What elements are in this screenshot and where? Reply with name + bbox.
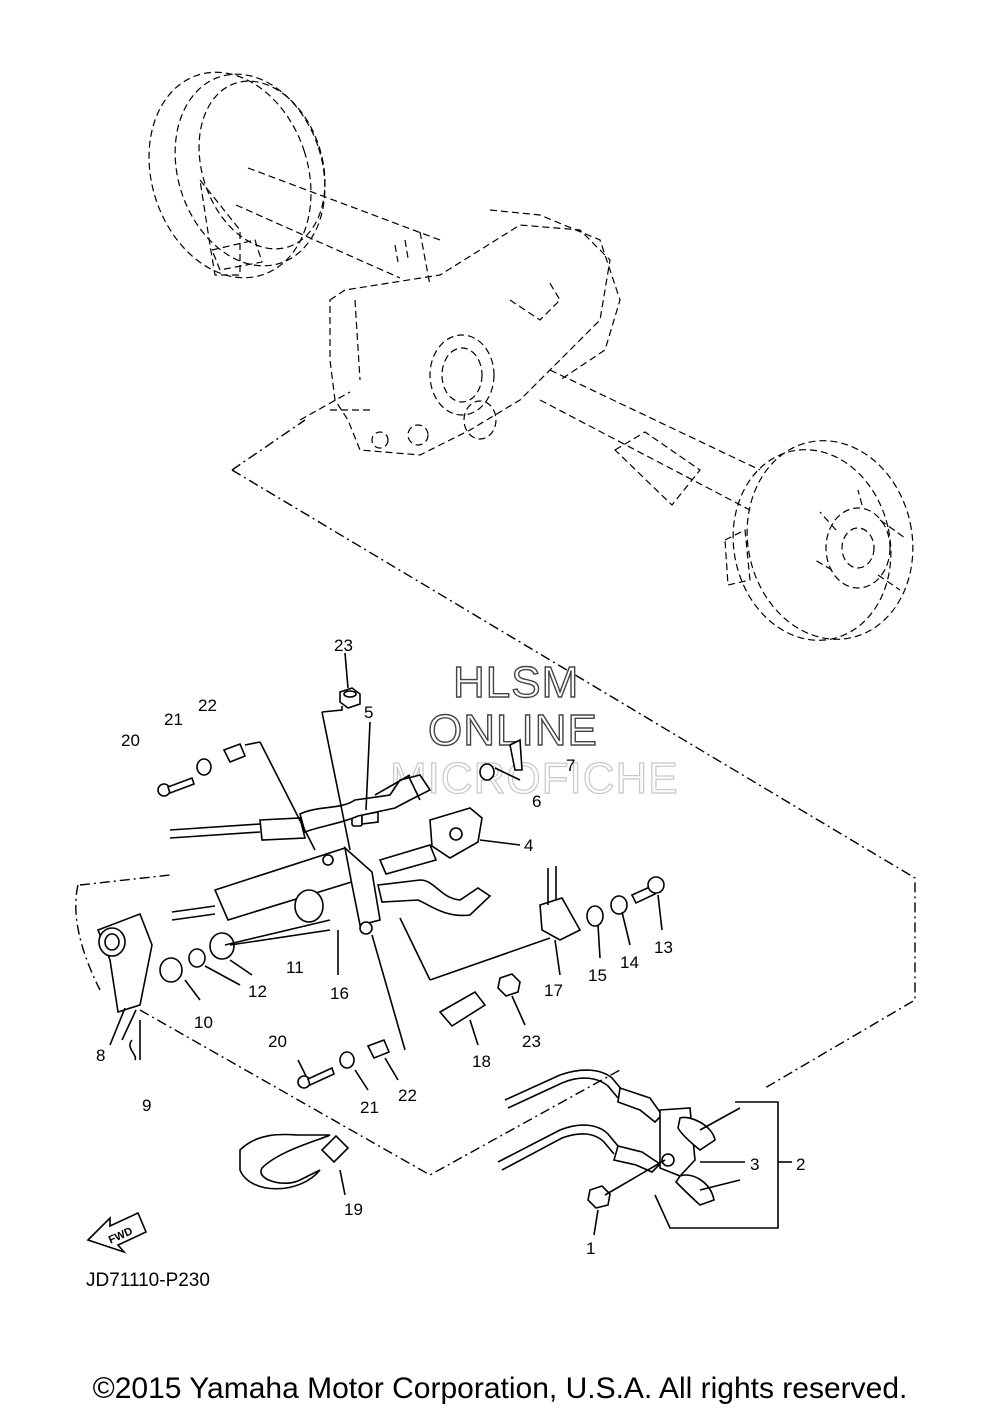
callout-3: 3 <box>750 1155 759 1174</box>
watermark-line-3: MICROFICHE <box>390 754 679 803</box>
cable-tie-19 <box>239 1133 350 1190</box>
callout-15: 15 <box>588 966 607 985</box>
callout-14: 14 <box>620 953 639 972</box>
copyright-notice: ©2015 Yamaha Motor Corporation, U.S.A. A… <box>92 1372 908 1405</box>
callout-22-top: 22 <box>198 696 217 715</box>
clip-12 <box>188 948 206 968</box>
leader-lines <box>109 652 792 1236</box>
diagram-id: JD71110-P230 <box>86 1270 210 1291</box>
bolt-13 <box>630 876 665 905</box>
washer-21-lower <box>339 1051 355 1069</box>
callout-20-top: 20 <box>121 731 140 750</box>
plate-4 <box>378 807 483 875</box>
callout-23-lower: 23 <box>522 1032 541 1051</box>
callout-18: 18 <box>472 1052 491 1071</box>
callout-23-top: 23 <box>334 636 353 655</box>
cotter-pin-7 <box>509 738 523 771</box>
washer-14 <box>610 895 628 915</box>
parts: FWD <box>86 687 716 1254</box>
clip-18 <box>438 990 487 1028</box>
washer-15 <box>586 905 604 927</box>
screw-20-top <box>157 776 196 797</box>
screw-20-lower <box>297 1066 335 1089</box>
callout-19: 19 <box>344 1200 363 1219</box>
rear-axle-assembly <box>148 71 914 641</box>
watermark-line-1: HLSM <box>453 658 579 707</box>
callout-labels: 1 2 3 4 5 6 7 8 9 10 11 12 13 14 15 16 1… <box>96 636 805 1258</box>
callout-9: 9 <box>142 1096 151 1115</box>
bracket-16 <box>213 845 381 935</box>
collar-22-lower <box>366 1038 391 1060</box>
callout-4: 4 <box>524 836 533 855</box>
watermark: HLSM ONLINE MICROFICHE <box>389 657 679 803</box>
callout-1: 1 <box>586 1239 595 1258</box>
callout-8: 8 <box>96 1046 105 1065</box>
washer-6 <box>479 763 495 781</box>
pedal-cable-assembly <box>497 1069 716 1209</box>
lever-8 <box>96 912 153 1014</box>
callout-7: 7 <box>566 756 575 775</box>
callout-13: 13 <box>654 938 673 957</box>
clip-9 <box>129 1039 137 1061</box>
callout-12: 12 <box>248 982 267 1001</box>
callout-20-lower: 20 <box>268 1032 287 1051</box>
washer-21-top <box>196 758 212 776</box>
reference-lines <box>75 419 916 1176</box>
callout-16: 16 <box>330 984 349 1003</box>
callout-21-lower: 21 <box>360 1098 379 1117</box>
callout-6: 6 <box>532 792 541 811</box>
nut-23-lower <box>497 973 521 997</box>
nut-1 <box>587 1185 611 1209</box>
callout-22-lower: 22 <box>398 1086 417 1105</box>
washer-11 <box>209 932 235 960</box>
callout-21-top: 21 <box>164 710 183 729</box>
cable-upper <box>169 823 261 831</box>
collar-22-top <box>222 742 247 764</box>
nut-23-top <box>339 687 361 709</box>
washer-10 <box>159 957 183 983</box>
callout-5: 5 <box>364 703 373 722</box>
callout-10: 10 <box>194 1013 213 1032</box>
fwd-arrow: FWD <box>86 1211 148 1254</box>
callout-2: 2 <box>796 1155 805 1174</box>
callout-11: 11 <box>286 958 304 977</box>
callout-17: 17 <box>544 981 563 1000</box>
bracket-17 <box>539 866 582 941</box>
